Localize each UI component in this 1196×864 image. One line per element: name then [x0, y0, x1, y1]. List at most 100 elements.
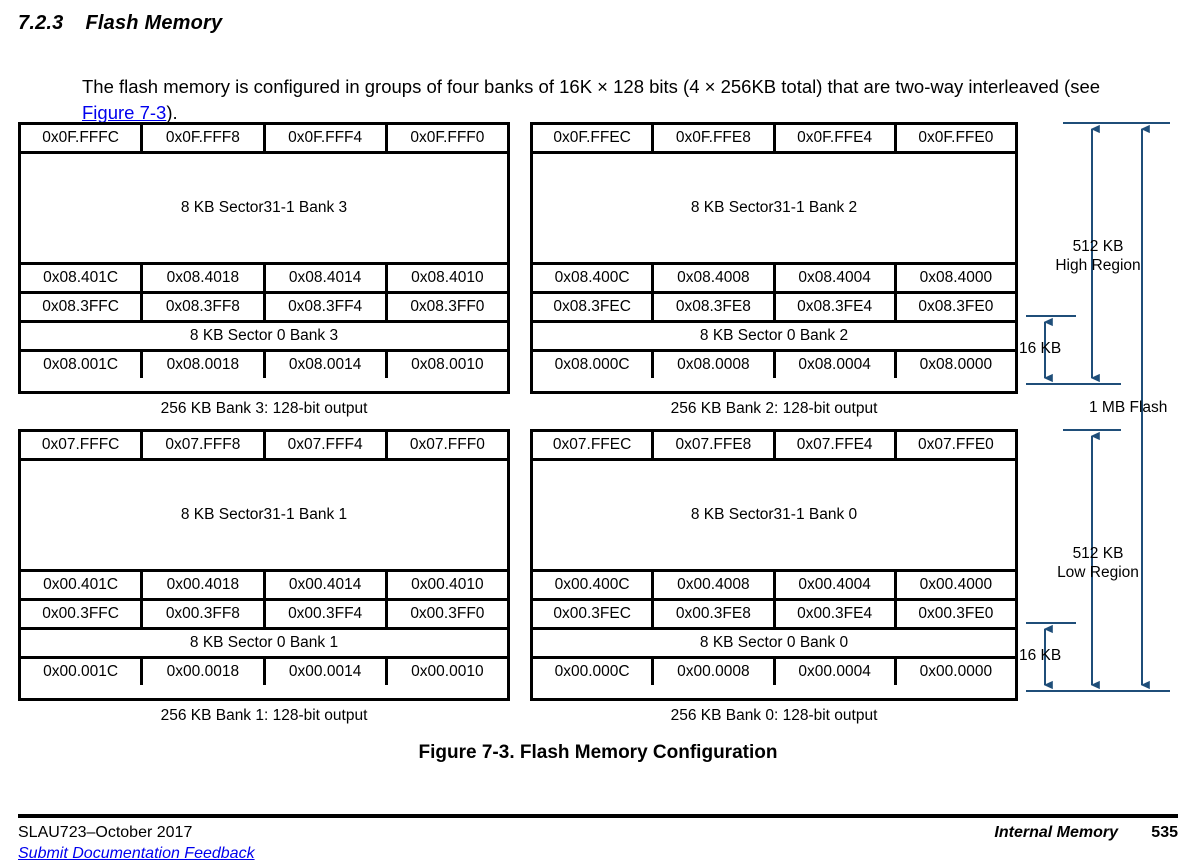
label-512kb-high-region: 512 KB High Region [1050, 237, 1146, 275]
row-divider [533, 598, 1015, 601]
address-cell: 0x00.3FFC [21, 601, 144, 627]
sector-high-label: 8 KB Sector31-1 Bank 0 [690, 506, 858, 523]
address-cell: 0x00.001C [21, 659, 144, 685]
bank-block-bank0: 0x07.FFEC 0x07.FFE8 0x07.FFE4 0x07.FFE0 … [530, 429, 1018, 701]
bank-caption-bank1: 256 KB Bank 1: 128-bit output [160, 707, 368, 724]
sector-low-label: 8 KB Sector 0 Bank 3 [189, 327, 339, 344]
label-512kb-high-name: High Region [1055, 257, 1141, 274]
label-512kb-low-region: 512 KB Low Region [1050, 544, 1146, 582]
address-cell: 0x00.4014 [266, 572, 388, 598]
address-row-mid-lower: 0x00.3FFC 0x00.3FF8 0x00.3FF4 0x00.3FF0 [21, 601, 507, 627]
address-cell: 0x00.0010 [411, 663, 484, 680]
address-cell: 0x08.4018 [143, 265, 266, 291]
address-cell: 0x08.4010 [411, 269, 484, 286]
address-row-top: 0x07.FFEC 0x07.FFE8 0x07.FFE4 0x07.FFE0 [533, 432, 1015, 458]
sector-high-label: 8 KB Sector31-1 Bank 3 [180, 199, 348, 216]
address-cell: 0x07.FFF0 [409, 436, 485, 453]
address-cell: 0x08.401C [21, 265, 144, 291]
row-divider [21, 262, 507, 265]
address-cell: 0x00.4004 [776, 572, 897, 598]
address-cell: 0x00.3FF8 [143, 601, 266, 627]
address-cell: 0x0F.FFE0 [918, 129, 994, 146]
address-row-top: 0x07.FFFC 0x07.FFF8 0x07.FFF4 0x07.FFF0 [21, 432, 507, 458]
address-cell: 0x08.4014 [266, 265, 388, 291]
address-cell: 0x00.3FE4 [776, 601, 897, 627]
address-cell: 0x00.3FE0 [918, 605, 994, 622]
address-cell: 0x08.3FE8 [654, 294, 776, 320]
address-cell: 0x00.3FE8 [654, 601, 776, 627]
address-cell: 0x08.4004 [776, 265, 897, 291]
intro-text-before: The flash memory is configured in groups… [82, 75, 1101, 97]
address-cell: 0x08.3FF8 [143, 294, 266, 320]
bank-block-bank1: 0x07.FFFC 0x07.FFF8 0x07.FFF4 0x07.FFF0 … [18, 429, 510, 701]
address-cell: 0x08.0008 [654, 352, 776, 378]
address-cell: 0x00.400C [533, 572, 655, 598]
address-cell: 0x08.3FF0 [410, 298, 485, 315]
row-divider [533, 262, 1015, 265]
address-cell: 0x00.0014 [266, 659, 388, 685]
row-divider [21, 598, 507, 601]
address-cell: 0x08.0018 [143, 352, 266, 378]
bank-block-bank3: 0x0F.FFFC 0x0F.FFF8 0x0F.FFF4 0x0F.FFF0 … [18, 122, 510, 394]
label-16kb-high: 16 KB [1019, 340, 1062, 357]
address-cell: 0x0F.FFE8 [654, 125, 776, 151]
row-divider [21, 627, 507, 630]
label-16kb-low: 16 KB [1019, 647, 1062, 664]
address-cell: 0x0F.FFFC [21, 125, 144, 151]
address-row-top: 0x0F.FFFC 0x0F.FFF8 0x0F.FFF4 0x0F.FFF0 [21, 125, 507, 151]
bank-caption-bank3: 256 KB Bank 3: 128-bit output [160, 400, 368, 417]
address-cell: 0x07.FFE0 [917, 436, 994, 453]
intro-paragraph: The flash memory is configured in groups… [82, 74, 1154, 126]
page-title: 7.2.3 Flash Memory [18, 12, 222, 35]
address-cell: 0x08.4000 [919, 269, 993, 286]
address-cell: 0x0F.FFE4 [776, 125, 897, 151]
submit-documentation-feedback-link[interactable]: Submit Documentation Feedback [18, 845, 255, 862]
arrow-512kb-low [1063, 429, 1121, 692]
figure-reference-link[interactable]: Figure 7-3 [82, 101, 167, 123]
address-row-bottom: 0x00.000C 0x00.0008 0x00.0004 0x00.0000 [533, 659, 1015, 685]
address-cell: 0x00.3FEC [533, 601, 655, 627]
row-divider [533, 569, 1015, 572]
footer-divider [18, 814, 1178, 818]
row-divider [21, 291, 507, 294]
address-row-mid-lower: 0x08.3FEC 0x08.3FE8 0x08.3FE4 0x08.3FE0 [533, 294, 1015, 320]
address-row-bottom: 0x08.000C 0x08.0008 0x08.0004 0x08.0000 [533, 352, 1015, 378]
sector-low-label: 8 KB Sector 0 Bank 2 [699, 327, 849, 344]
address-cell: 0x00.401C [21, 572, 144, 598]
address-cell: 0x00.0004 [776, 659, 897, 685]
address-cell: 0x08.4008 [654, 265, 776, 291]
row-divider [533, 151, 1015, 154]
address-cell: 0x08.0014 [266, 352, 388, 378]
address-row-mid-lower: 0x08.3FFC 0x08.3FF8 0x08.3FF4 0x08.3FF0 [21, 294, 507, 320]
section-title: Flash Memory [85, 12, 223, 34]
section-number: 7.2.3 [18, 12, 64, 34]
address-cell: 0x08.3FE4 [776, 294, 897, 320]
address-row-mid-upper: 0x00.400C 0x00.4008 0x00.4004 0x00.4000 [533, 572, 1015, 598]
address-cell: 0x00.4008 [654, 572, 776, 598]
row-divider [21, 151, 507, 154]
row-divider [21, 349, 507, 352]
address-row-bottom: 0x08.001C 0x08.0018 0x08.0014 0x08.0010 [21, 352, 507, 378]
address-cell: 0x00.0018 [143, 659, 266, 685]
address-row-bottom: 0x00.001C 0x00.0018 0x00.0014 0x00.0010 [21, 659, 507, 685]
address-cell: 0x07.FFEC [533, 432, 655, 458]
bank-block-bank2: 0x0F.FFEC 0x0F.FFE8 0x0F.FFE4 0x0F.FFE0 … [530, 122, 1018, 394]
address-cell: 0x08.000C [533, 352, 655, 378]
address-cell: 0x00.4000 [919, 576, 993, 593]
address-cell: 0x08.3FFC [21, 294, 144, 320]
row-divider [533, 656, 1015, 659]
address-row-mid-upper: 0x08.400C 0x08.4008 0x08.4004 0x08.4000 [533, 265, 1015, 291]
arrow-1mb-flash [1113, 122, 1170, 692]
sector-low-label: 8 KB Sector 0 Bank 1 [189, 634, 339, 651]
footer-page-number: 535 [1151, 824, 1178, 841]
label-512kb-low-name: Low Region [1057, 564, 1139, 581]
row-divider [533, 320, 1015, 323]
figure-caption: Figure 7-3. Flash Memory Configuration [418, 742, 778, 763]
label-512kb-low-size: 512 KB [1072, 545, 1124, 562]
footer-doc-id: SLAU723–October 2017 [18, 824, 193, 841]
address-row-top: 0x0F.FFEC 0x0F.FFE8 0x0F.FFE4 0x0F.FFE0 [533, 125, 1015, 151]
row-divider [21, 458, 507, 461]
address-cell: 0x07.FFF4 [266, 432, 388, 458]
address-cell: 0x07.FFFC [21, 432, 144, 458]
address-cell: 0x0F.FFF8 [143, 125, 266, 151]
